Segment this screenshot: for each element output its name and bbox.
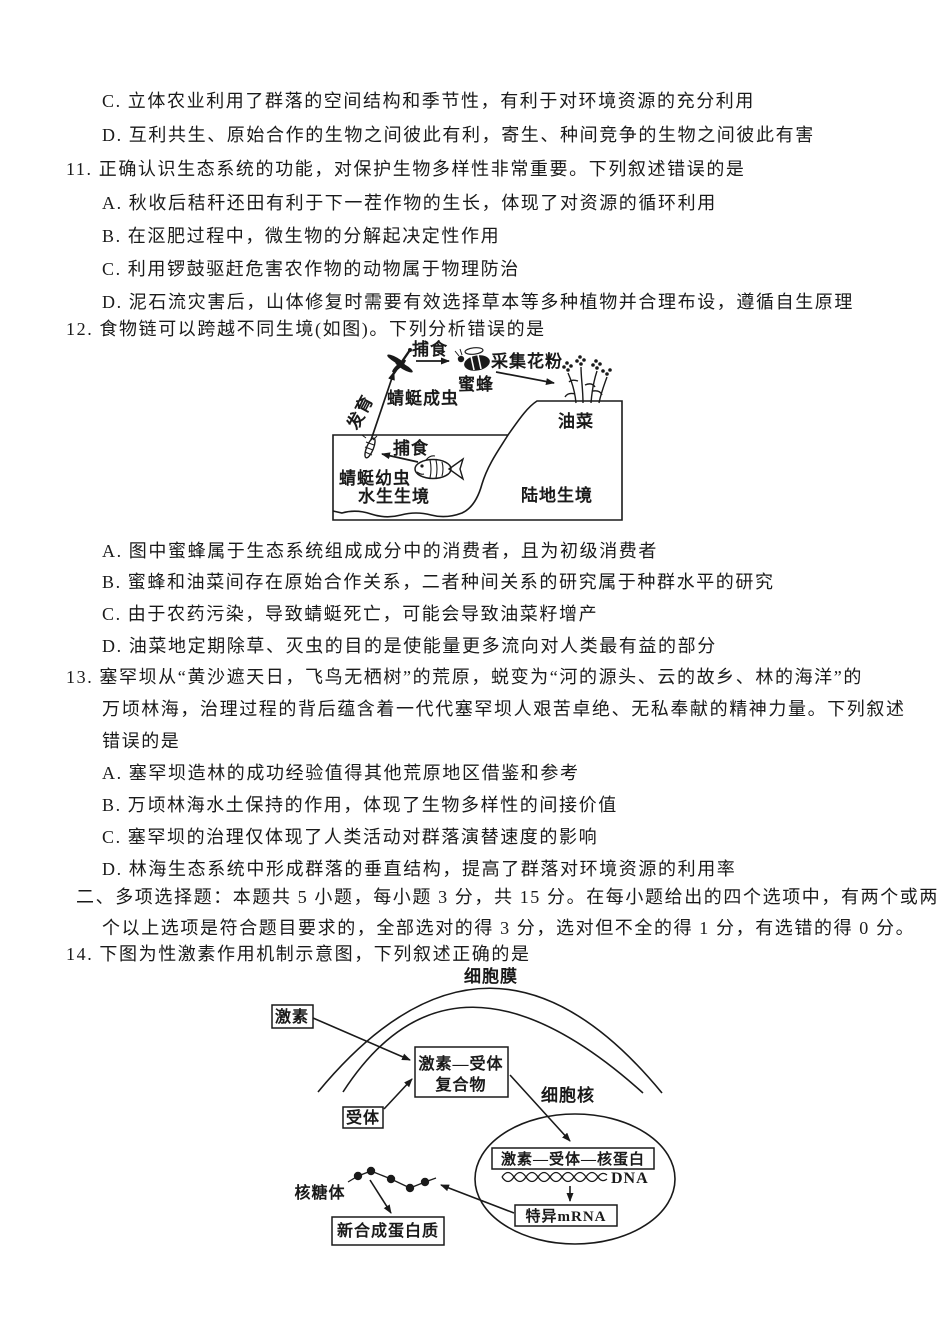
q12-option-a: A. 图中蜜蜂属于生态系统组成成分中的消费者，且为初级消费者 [102, 541, 658, 561]
fish-icon [414, 455, 465, 481]
new-protein-label: 新合成蛋白质 [337, 1221, 439, 1240]
q13-option-a: A. 塞罕坝造林的成功经验值得其他荒原地区借鉴和参考 [102, 763, 580, 783]
q13-stem-line3: 错误的是 [102, 731, 181, 751]
rape-label: 油菜 [558, 411, 594, 431]
nuclear-complex-label: 激素—受体—核蛋白 [501, 1150, 645, 1168]
receptor-box [342, 1106, 384, 1129]
q13-option-b: B. 万顷林海水土保持的作用，体现了生物多样性的间接价值 [102, 795, 618, 815]
arrow-development [370, 371, 395, 441]
receptor-label: 受体 [346, 1108, 380, 1127]
arrow-mrna-to-ribosomes [440, 1184, 515, 1214]
food-chain-figure: 捕食 蜜蜂 采集花粉 蜻蜓成虫 发育 油菜 捕食 蜻蜓幼虫 水生生境 陆地生境 [332, 339, 623, 521]
q13-option-c: C. 塞罕坝的治理仅体现了人类活动对群落演替速度的影响 [102, 827, 599, 847]
specific-mrna-box [514, 1204, 618, 1227]
arrow-ribosomes-to-protein [369, 1179, 392, 1214]
q13-stem-line1: 13. 塞罕坝从“黄沙遮天日，飞鸟无栖树”的荒原，蜕变为“河的源头、云的故乡、林… [66, 667, 863, 687]
development-label: 发育 [342, 391, 377, 433]
adult-dragonfly-icon [387, 348, 413, 380]
q13-stem-line2: 万顷林海，治理过程的背后蕴含着一代代塞罕坝人艰苦卓绝、无私奉献的精神力量。下列叙… [102, 699, 906, 719]
habitat-outline [332, 400, 623, 521]
arrow-complex-to-nucleus [509, 1074, 571, 1142]
nucleus-outline [474, 1113, 676, 1245]
arrow-collect-pollen [495, 371, 555, 385]
q11-option-d: D. 泥石流灾害后，山体修复时需要有效选择草本等多种植物并合理布设，遵循自生原理 [102, 292, 854, 312]
dragonfly-larva-label: 蜻蜓幼虫 [339, 468, 411, 488]
complex-box [414, 1046, 509, 1098]
predation-top-label: 捕食 [412, 339, 448, 359]
q10-option-d: D. 互利共生、原始合作的生物之间彼此有利，寄生、种间竞争的生物之间彼此有害 [102, 125, 815, 145]
q12-option-b: B. 蜜蜂和油菜间存在原始合作关系，二者种间关系的研究属于种群水平的研究 [102, 572, 775, 592]
polysome-beads [347, 1166, 437, 1193]
section2-header-line2: 个以上选项是符合题目要求的，全部选对的得 3 分，选对但不全的得 1 分，有选错… [102, 918, 916, 938]
rape-plant-icon [562, 355, 612, 404]
complex-label-line1: 激素—受体 [418, 1054, 503, 1073]
nuclear-complex-box [491, 1147, 655, 1170]
aquatic-habitat-label: 水生生境 [358, 486, 430, 506]
q12-option-c: C. 由于农药污染，导致蜻蜓死亡，可能会导致油菜籽增产 [102, 604, 599, 624]
q11-option-a: A. 秋收后秸秆还田有利于下一茬作物的生长，体现了对资源的循环利用 [102, 193, 717, 213]
nucleus-label: 细胞核 [541, 1085, 595, 1105]
section2-header-line1: 二、多项选择题：本题共 5 小题，每小题 3 分，共 15 分。在每小题给出的四… [76, 887, 939, 907]
bee-icon [454, 347, 490, 371]
arrow-receptor-to-complex [383, 1078, 413, 1110]
specific-mrna-label: 特异mRNA [526, 1207, 607, 1225]
arrow-predation-fish-to-larva [381, 452, 419, 463]
dragonfly-larva-icon [361, 434, 378, 459]
bee-label: 蜜蜂 [458, 374, 494, 394]
q11-option-b: B. 在沤肥过程中，微生物的分解起决定性作用 [102, 226, 501, 246]
q10-option-c: C. 立体农业利用了群落的空间结构和季节性，有利于对环境资源的充分利用 [102, 91, 756, 111]
collect-pollen-label: 采集花粉 [490, 351, 563, 371]
hormone-mechanism-figure: 细胞膜 激素 激素—受体 复合物 受体 细胞核 激素—受体—核蛋白 DNA 特异… [271, 966, 676, 1246]
ribosome-label: 核糖体 [294, 1183, 345, 1202]
terrestrial-habitat-label: 陆地生境 [521, 485, 593, 505]
q13-option-d: D. 林海生态系统中形成群落的垂直结构，提高了群落对环境资源的利用率 [102, 859, 737, 879]
cell-membrane-label: 细胞膜 [464, 966, 518, 986]
arrow-hormone-to-complex [312, 1017, 411, 1061]
cell-membrane-inner-arc [342, 1006, 644, 1094]
q12-stem: 12. 食物链可以跨越不同生境(如图)。下列分析错误的是 [66, 319, 546, 339]
cell-membrane-outer-arc [317, 987, 663, 1094]
dna-helix [501, 1171, 608, 1183]
q12-option-d: D. 油菜地定期除草、灭虫的目的是使能量更多流向对人类最有益的部分 [102, 636, 717, 656]
predation-water-label: 捕食 [393, 438, 429, 458]
underwater-slope-and-lakebed [332, 434, 509, 518]
q11-option-c: C. 利用锣鼓驱赶危害农作物的动物属于物理防治 [102, 259, 520, 279]
q14-stem: 14. 下图为性激素作用机制示意图，下列叙述正确的是 [66, 944, 531, 964]
q11-stem: 11. 正确认识生态系统的功能，对保护生物多样性非常重要。下列叙述错误的是 [66, 159, 746, 179]
hormone-box [271, 1004, 314, 1029]
dna-label: DNA [611, 1170, 649, 1187]
adult-dragonfly-label: 蜻蜓成虫 [387, 388, 459, 408]
hormone-label: 激素 [275, 1007, 309, 1026]
complex-label-line2: 复合物 [434, 1075, 486, 1094]
new-protein-box [331, 1216, 445, 1246]
